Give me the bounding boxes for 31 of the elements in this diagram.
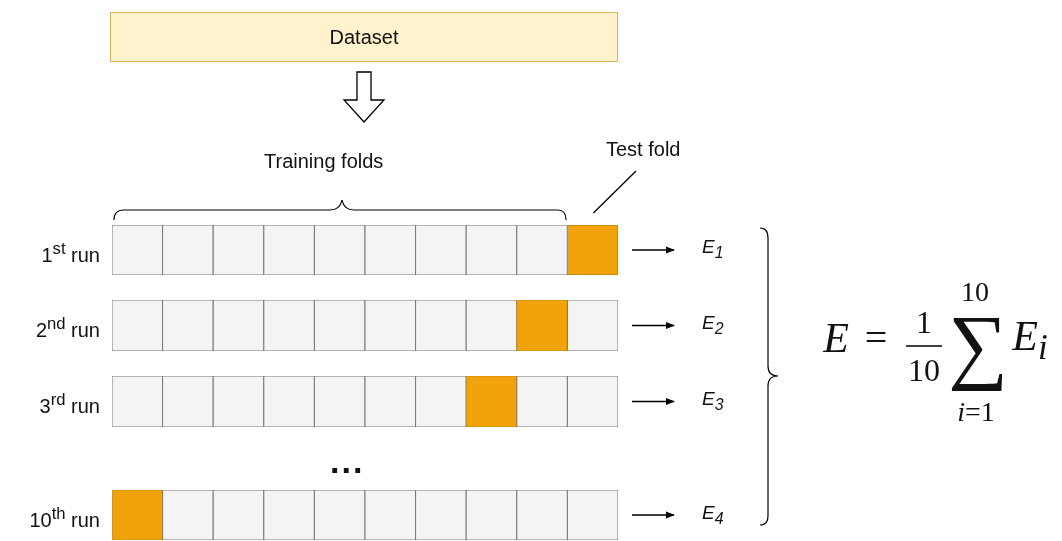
callout-text: Test fold <box>606 138 681 161</box>
error-label: E$_{1}$ <box>702 236 724 262</box>
math-text: = <box>864 318 888 358</box>
math-text: 1 <box>916 306 932 338</box>
block-arrow <box>342 71 386 123</box>
run-label: 1$^{st}$ run <box>41 238 100 267</box>
fold-bar <box>112 490 618 540</box>
arrow <box>631 321 675 330</box>
math-text: 10 <box>908 354 940 386</box>
error-label: E$_{4}$ <box>702 502 724 528</box>
leader-line <box>592 170 637 214</box>
run-label: 3$^{rd}$ run <box>39 389 100 418</box>
box-label: Dataset <box>329 25 399 49</box>
run-label: 2$^{nd}$ run <box>35 313 100 342</box>
math-text: 10 <box>961 278 989 306</box>
arrow <box>631 246 675 254</box>
run-label: 10$^{th}$ run <box>29 503 100 532</box>
math-text: i=1 <box>957 398 995 426</box>
math-text: E$_{i}$ <box>1012 314 1048 366</box>
dataset-box <box>110 12 618 62</box>
arrow <box>631 397 675 406</box>
math-text: E <box>823 317 849 359</box>
fold-bar <box>112 300 618 351</box>
axis-label: Training folds <box>264 150 384 173</box>
arrow <box>631 511 675 519</box>
error-label: E$_{2}$ <box>702 312 724 338</box>
test-fold-cell <box>567 225 619 275</box>
fold-bar <box>112 225 618 275</box>
ellipsis: ... <box>330 442 365 481</box>
fold-bar <box>112 376 618 427</box>
error-label: E$_{3}$ <box>702 388 724 414</box>
